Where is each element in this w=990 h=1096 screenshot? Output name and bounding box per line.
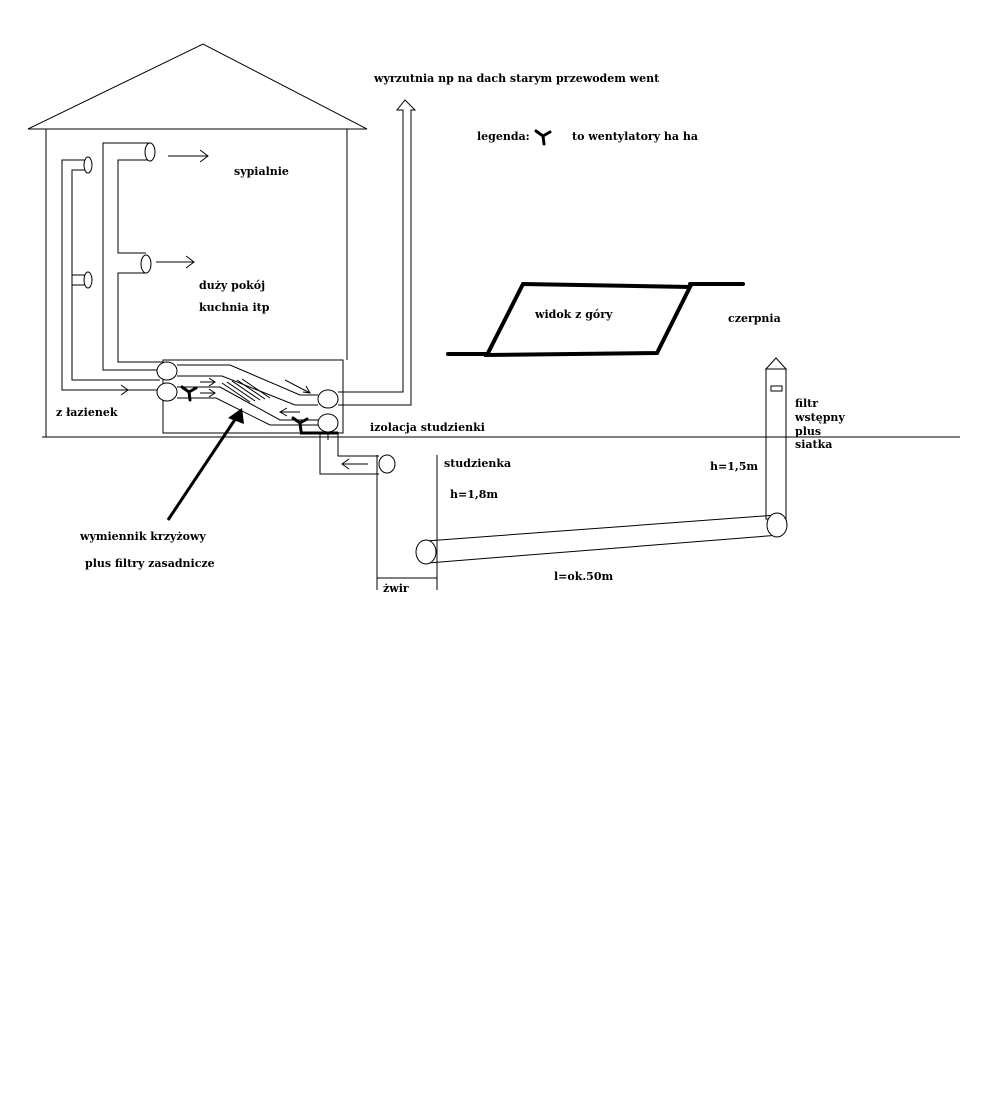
ground-duct: l=ok.50m — [415, 512, 788, 583]
exchanger-pointer: wymiennik krzyżowy plus filtry zasadnicz… — [79, 408, 244, 570]
house-roof — [27, 43, 368, 130]
exchanger-label-2: plus filtry zasadnicze — [85, 557, 215, 570]
supply-arrows — [156, 149, 209, 269]
well-label: studzienka — [444, 457, 511, 470]
exchanger-label-1: wymiennik krzyżowy — [79, 530, 206, 543]
well-insulation-label: izolacja studzienki — [370, 421, 485, 434]
from-bathrooms-label: z łazienek — [56, 406, 118, 419]
well: izolacja studzienki studzienka h=1,8m żw… — [319, 421, 511, 595]
filter-label-2: wstępny — [794, 411, 845, 424]
recuperator-unit — [100, 359, 344, 435]
filter-label-1: filtr — [795, 397, 818, 410]
intake-tower: czerpnia filtr wstępny plus siatka h=1,5… — [710, 312, 845, 520]
well-height-label: h=1,8m — [450, 488, 498, 501]
filter-label-3: plus — [795, 425, 821, 438]
cross-exchanger — [221, 378, 271, 403]
kitchen-label: kuchnia itp — [199, 301, 270, 314]
gravel-label: żwir — [383, 582, 409, 595]
supply-duct — [102, 142, 163, 371]
legend-label: legenda: — [477, 130, 530, 143]
intake-label: czerpnia — [728, 312, 781, 325]
intake-height-label: h=1,5m — [710, 460, 758, 473]
fan-icon — [534, 129, 552, 146]
top-view-sketch: widok z góry — [446, 281, 745, 358]
house-walls — [45, 129, 348, 437]
living-room-label: duży pokój — [199, 279, 265, 292]
filter-label-4: siatka — [795, 438, 832, 451]
bedrooms-label: sypialnie — [234, 165, 289, 178]
exhaust-label: wyrzutnia np na dach starym przewodem we… — [373, 72, 660, 85]
duct-length-label: l=ok.50m — [554, 570, 613, 583]
legend: legenda: to wentylatory ha ha — [477, 129, 698, 146]
exhaust-duct — [338, 99, 417, 406]
bathroom-extract-duct — [61, 156, 160, 391]
legend-description: to wentylatory ha ha — [572, 130, 698, 143]
top-view-label: widok z góry — [534, 308, 613, 321]
